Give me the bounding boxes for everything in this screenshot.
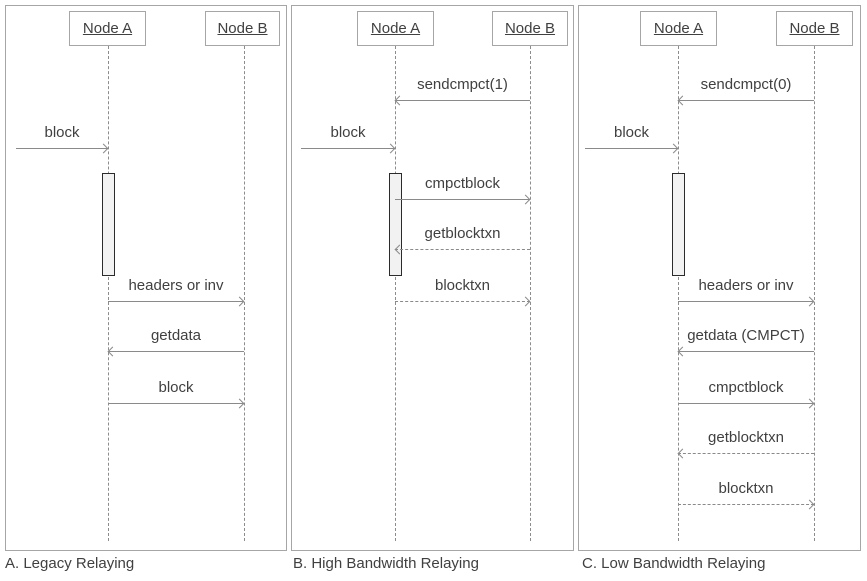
message-label: headers or inv	[698, 277, 794, 294]
panel-legacy-caption: A. Legacy Relaying	[5, 555, 135, 572]
node-a-label: Node A	[370, 20, 421, 37]
arrow-right-icon	[108, 403, 244, 404]
message-headers-or-inv: headers or inv	[678, 277, 814, 302]
panel-low-bandwidth-relaying: Node A Node B sendcmpct(0) block headers…	[578, 5, 861, 551]
message-label: getblocktxn	[708, 429, 784, 446]
message-block-incoming: block	[16, 124, 108, 149]
node-a-label: Node A	[82, 20, 133, 37]
arrow-left-icon	[678, 351, 814, 352]
message-label: sendcmpct(1)	[417, 76, 508, 93]
message-blocktxn: blocktxn	[678, 480, 814, 505]
arrow-left-icon	[395, 249, 530, 250]
activation-bar	[102, 173, 115, 276]
panel-low-bandwidth-caption: C. Low Bandwidth Relaying	[582, 555, 766, 572]
message-headers-or-inv: headers or inv	[108, 277, 244, 302]
message-sendcmpct-0: sendcmpct(0)	[678, 76, 814, 101]
message-label: cmpctblock	[708, 379, 784, 396]
arrow-right-icon	[301, 148, 395, 149]
node-b-label: Node B	[789, 20, 840, 37]
arrow-left-icon	[678, 453, 814, 454]
message-getblocktxn: getblocktxn	[395, 225, 530, 250]
message-label: sendcmpct(0)	[700, 76, 792, 93]
arrow-right-icon	[678, 301, 814, 302]
arrow-left-icon	[108, 351, 244, 352]
node-b-label: Node B	[217, 20, 268, 37]
message-label: block	[158, 379, 194, 396]
arrow-left-icon	[678, 100, 814, 101]
node-b-label: Node B	[504, 20, 556, 37]
message-label: getdata	[150, 327, 202, 344]
panel-legacy-relaying: Node A Node B block headers or inv getda…	[5, 5, 287, 551]
lifeline-node-a	[395, 46, 396, 541]
node-b-box: Node B	[205, 11, 280, 46]
arrow-right-icon	[108, 301, 244, 302]
node-a-label: Node A	[653, 20, 704, 37]
lifeline-node-b	[814, 46, 815, 541]
lifeline-node-a	[108, 46, 109, 541]
node-a-box: Node A	[357, 11, 434, 46]
message-label: getdata (CMPCT)	[687, 327, 805, 344]
message-label: headers or inv	[128, 277, 224, 294]
message-label: block	[330, 124, 366, 141]
message-label: cmpctblock	[424, 175, 501, 192]
node-a-box: Node A	[640, 11, 717, 46]
panel-high-bandwidth-caption: B. High Bandwidth Relaying	[293, 555, 479, 572]
lifeline-node-b	[244, 46, 245, 541]
message-blocktxn: blocktxn	[395, 277, 530, 302]
message-getdata-cmpct: getdata (CMPCT)	[678, 327, 814, 352]
message-getdata: getdata	[108, 327, 244, 352]
message-label: blocktxn	[434, 277, 491, 294]
lifeline-node-a	[678, 46, 679, 541]
message-cmpctblock: cmpctblock	[678, 379, 814, 404]
message-block-incoming: block	[585, 124, 678, 149]
activation-bar	[672, 173, 685, 276]
message-label: block	[44, 124, 80, 141]
message-getblocktxn: getblocktxn	[678, 429, 814, 454]
lifeline-node-b	[530, 46, 531, 541]
message-label: blocktxn	[718, 480, 774, 497]
message-block-incoming: block	[301, 124, 395, 149]
arrow-left-icon	[395, 100, 530, 101]
arrow-right-icon	[678, 403, 814, 404]
arrow-right-icon	[395, 199, 530, 200]
message-label: getblocktxn	[424, 225, 501, 242]
arrow-right-icon	[585, 148, 678, 149]
arrow-right-icon	[16, 148, 108, 149]
message-block: block	[108, 379, 244, 404]
node-b-box: Node B	[776, 11, 853, 46]
node-b-box: Node B	[492, 11, 568, 46]
node-a-box: Node A	[69, 11, 146, 46]
arrow-right-icon	[395, 301, 530, 302]
arrow-right-icon	[678, 504, 814, 505]
message-label: block	[613, 124, 650, 141]
panel-high-bandwidth-relaying: Node A Node B sendcmpct(1) block cmpctbl…	[291, 5, 574, 551]
message-sendcmpct-1: sendcmpct(1)	[395, 76, 530, 101]
message-cmpctblock: cmpctblock	[395, 175, 530, 200]
